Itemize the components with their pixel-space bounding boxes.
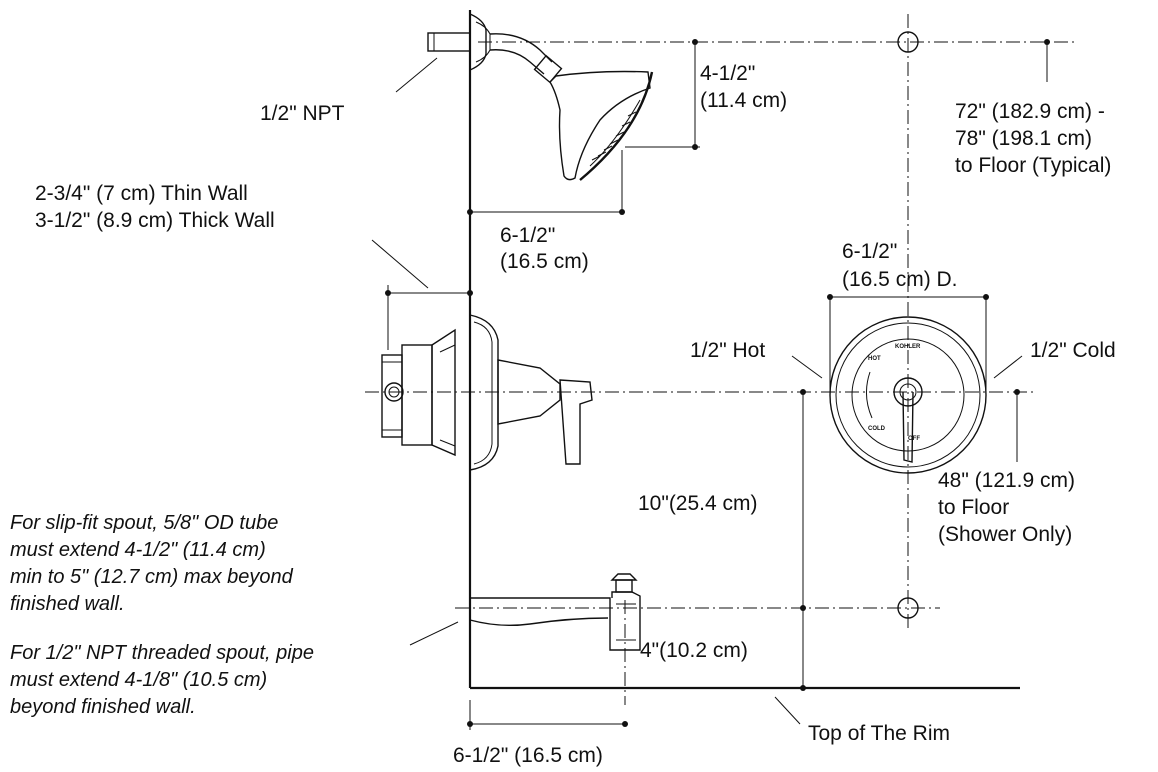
head-height-label-1: 72" (182.9 cm) - <box>955 100 1105 123</box>
dimension-spout-reach <box>467 700 628 730</box>
top-of-rim-label: Top of The Rim <box>808 722 950 745</box>
shower-head-face <box>579 71 654 181</box>
shower-head-body <box>549 70 651 181</box>
head-wall-flange <box>469 12 487 72</box>
centerlines <box>365 14 1075 705</box>
valve-body <box>381 328 456 457</box>
valve-height-label-3: (Shower Only) <box>938 523 1072 546</box>
spout-note-leader <box>409 621 459 646</box>
npt-spout-note-2: must extend 4-1/8" (10.5 cm) <box>10 669 267 691</box>
dimension-head-height <box>1044 39 1050 82</box>
dimension-wall-thickness <box>371 239 473 350</box>
trim-diameter-label-1: 6-1/2" <box>842 240 897 263</box>
slip-fit-note-1: For slip-fit spout, 5/8" OD tube <box>10 512 278 534</box>
arm-reach-label-1: 6-1/2" <box>500 224 555 247</box>
faceplate-hub <box>893 377 923 407</box>
valve-port <box>384 382 404 402</box>
handle-hub <box>497 359 561 425</box>
trim-escutcheon-side <box>469 314 499 471</box>
shower-head-assembly <box>427 12 654 181</box>
valve-housing <box>401 344 433 446</box>
faceplate-lever <box>902 391 914 463</box>
arm-reach-label-2: (16.5 cm) <box>500 250 589 273</box>
npt-spout-note-1: For 1/2" NPT threaded spout, pipe <box>10 642 314 664</box>
faceplate-brand: KOHLER <box>895 344 921 350</box>
slip-fit-note-2: must extend 4-1/2" (11.4 cm) <box>10 539 266 561</box>
valve-height-label-1: 48" (121.9 cm) <box>938 469 1075 492</box>
spout-underside <box>469 617 609 627</box>
trim-side-view <box>469 314 593 471</box>
handle-lever-side <box>559 379 593 465</box>
spout-reach-label: 6-1/2" (16.5 cm) <box>453 744 603 767</box>
npt-label: 1/2" NPT <box>260 102 345 125</box>
dimension-npt-leader <box>395 57 438 93</box>
head-height-label-2: 78" (198.1 cm) <box>955 127 1092 150</box>
valve-height-label-2: to Floor <box>938 496 1009 519</box>
dimension-trim-diameter <box>827 294 989 395</box>
npt-spout-note-3: beyond finished wall. <box>10 696 196 718</box>
faceplate-cold-mark: COLD <box>868 426 886 432</box>
dimension-head-drop <box>625 39 700 150</box>
dimension-valve-height <box>1014 389 1020 462</box>
head-drop-label-1: 4-1/2" <box>700 62 755 85</box>
slip-fit-note-3: min to 5" (12.7 cm) max beyond <box>10 566 294 588</box>
dimension-arm-reach <box>467 150 625 215</box>
head-reference-circle <box>897 31 919 53</box>
hot-label: 1/2" Hot <box>690 339 765 362</box>
dimension-valve-to-rim <box>800 389 806 691</box>
head-height-label-3: to Floor (Typical) <box>955 154 1111 177</box>
hot-cold-leaders <box>791 355 1023 379</box>
valve-to-spout-label: 10"(25.4 cm) <box>638 492 758 515</box>
shower-arm <box>489 33 553 63</box>
diverter-knob <box>610 573 638 581</box>
faceplate-off-mark: OFF <box>908 436 920 442</box>
valve-mount <box>431 328 456 457</box>
head-drop-label-2: (11.4 cm) <box>700 89 787 112</box>
wall-thin-label: 2-3/4" (7 cm) Thin Wall <box>35 182 248 205</box>
slip-fit-note-4: finished wall. <box>10 593 125 615</box>
spout-reference-circle <box>897 597 919 619</box>
diverter-stem <box>615 579 633 593</box>
tub-spout <box>469 573 641 651</box>
faceplate-hot-mark: HOT <box>868 356 881 362</box>
spout-to-rim-label: 4"(10.2 cm) <box>640 639 748 662</box>
trim-diameter-label-2: (16.5 cm) D. <box>842 268 958 291</box>
cold-label: 1/2" Cold <box>1030 339 1116 362</box>
wall-thick-label: 3-1/2" (8.9 cm) Thick Wall <box>35 209 275 232</box>
valve-inlet-block <box>381 354 403 438</box>
rim-leader <box>774 696 801 725</box>
